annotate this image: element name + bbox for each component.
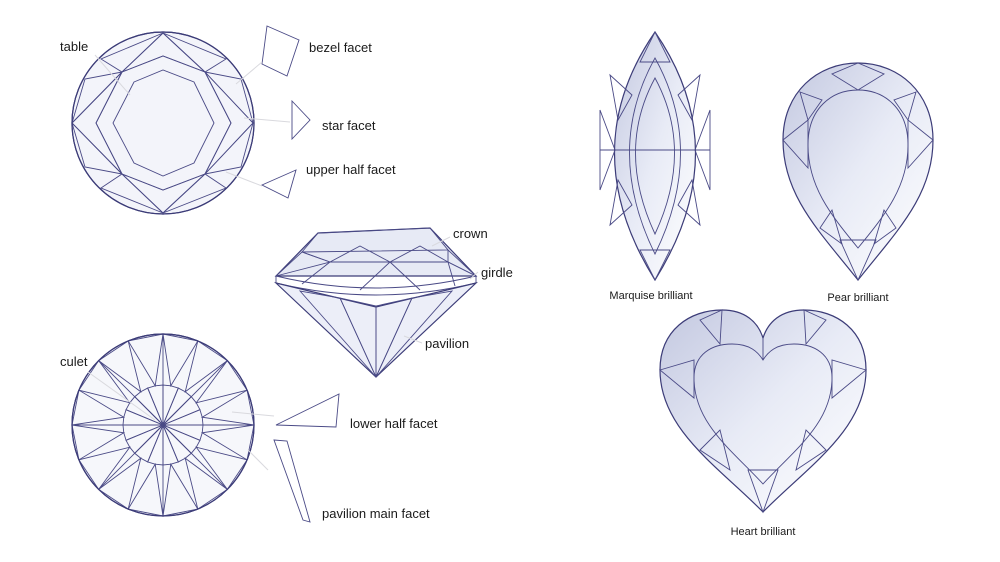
lower-half-facet — [127, 333, 164, 388]
label-upper-half-facet: upper half facet — [306, 162, 396, 177]
lower-half-facet — [162, 333, 199, 388]
lower-half-facet — [162, 462, 199, 517]
bezel-leader — [235, 61, 263, 85]
lower-half-facet — [195, 446, 248, 491]
label-table: table — [60, 39, 88, 54]
round-pavilion-view — [71, 333, 255, 517]
bezel-facet-piece — [261, 25, 300, 77]
pavilion-ridge — [98, 360, 164, 426]
lower-half-facet — [127, 462, 164, 517]
lower-half-facet — [184, 457, 229, 510]
upper-half-leader — [225, 171, 263, 187]
star-leader — [243, 117, 291, 123]
label-girdle: girdle — [481, 265, 513, 280]
lower-half-facet-piece — [275, 393, 340, 428]
lower-half-leader — [231, 411, 275, 417]
lower-half-facet — [200, 389, 255, 426]
heart-brilliant — [659, 309, 867, 514]
lower-half-facet — [184, 340, 229, 393]
label-pavilion-main-facet: pavilion main facet — [322, 506, 430, 521]
crown-leader — [431, 236, 451, 247]
upper-half-facet-piece — [260, 169, 297, 199]
marquise-brilliant — [599, 30, 711, 282]
caption-pear: Pear brilliant — [827, 292, 888, 304]
lower-half-facet — [200, 424, 255, 461]
pavilion-leader — [403, 335, 423, 344]
star-facet-piece — [291, 99, 311, 141]
caption-heart: Heart brilliant — [731, 526, 796, 538]
lower-half-facet — [97, 340, 142, 393]
table-leader — [94, 54, 131, 96]
round-crown-view — [71, 31, 255, 215]
girdle-leader — [469, 271, 479, 280]
label-pavilion: pavilion — [425, 336, 469, 351]
label-culet: culet — [60, 354, 88, 369]
pavilion-main-leader — [247, 449, 269, 471]
label-lower-half-facet: lower half facet — [350, 416, 438, 431]
pavilion-main-facet-piece — [273, 439, 311, 523]
label-star-facet: star facet — [322, 118, 376, 133]
pavilion-facets — [71, 333, 255, 517]
lower-half-facet — [78, 359, 131, 404]
lower-half-facet — [71, 389, 126, 426]
lower-half-facet — [78, 446, 131, 491]
label-crown: crown — [453, 226, 488, 241]
pavilion-ridge — [162, 424, 228, 490]
caption-marquise: Marquise brilliant — [609, 290, 692, 302]
label-bezel-facet: bezel facet — [309, 40, 372, 55]
lower-half-facet — [195, 359, 248, 404]
pear-brilliant — [782, 62, 934, 282]
lower-half-facet — [71, 424, 126, 461]
pavilion-ridge — [162, 360, 228, 426]
lower-half-facet — [97, 457, 142, 510]
round-side-view — [273, 227, 479, 378]
pavilion-ridge — [98, 424, 164, 490]
culet-leader — [87, 371, 156, 421]
